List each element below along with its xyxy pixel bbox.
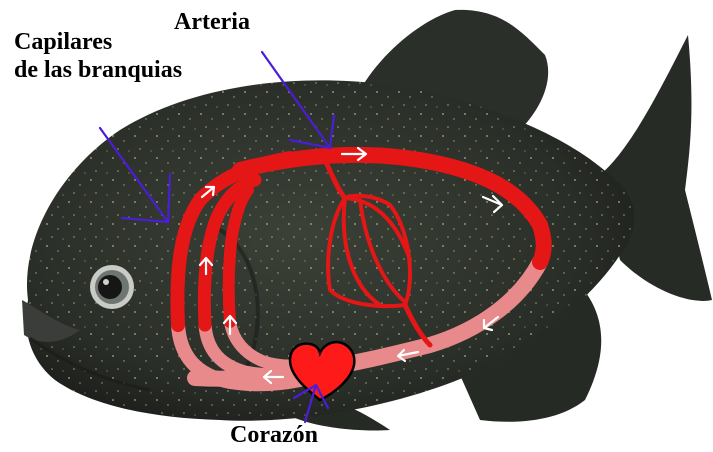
- gill-capillaries-label-line1: Capilares: [14, 28, 182, 56]
- eye: [90, 265, 134, 309]
- artery-label: Arteria: [174, 8, 250, 36]
- gill-capillaries-label: Capilares de las branquias: [14, 28, 182, 84]
- gill-capillaries-label-line2: de las branquias: [14, 56, 182, 84]
- tail-fin: [600, 35, 712, 301]
- heart-label: Corazón: [230, 421, 318, 449]
